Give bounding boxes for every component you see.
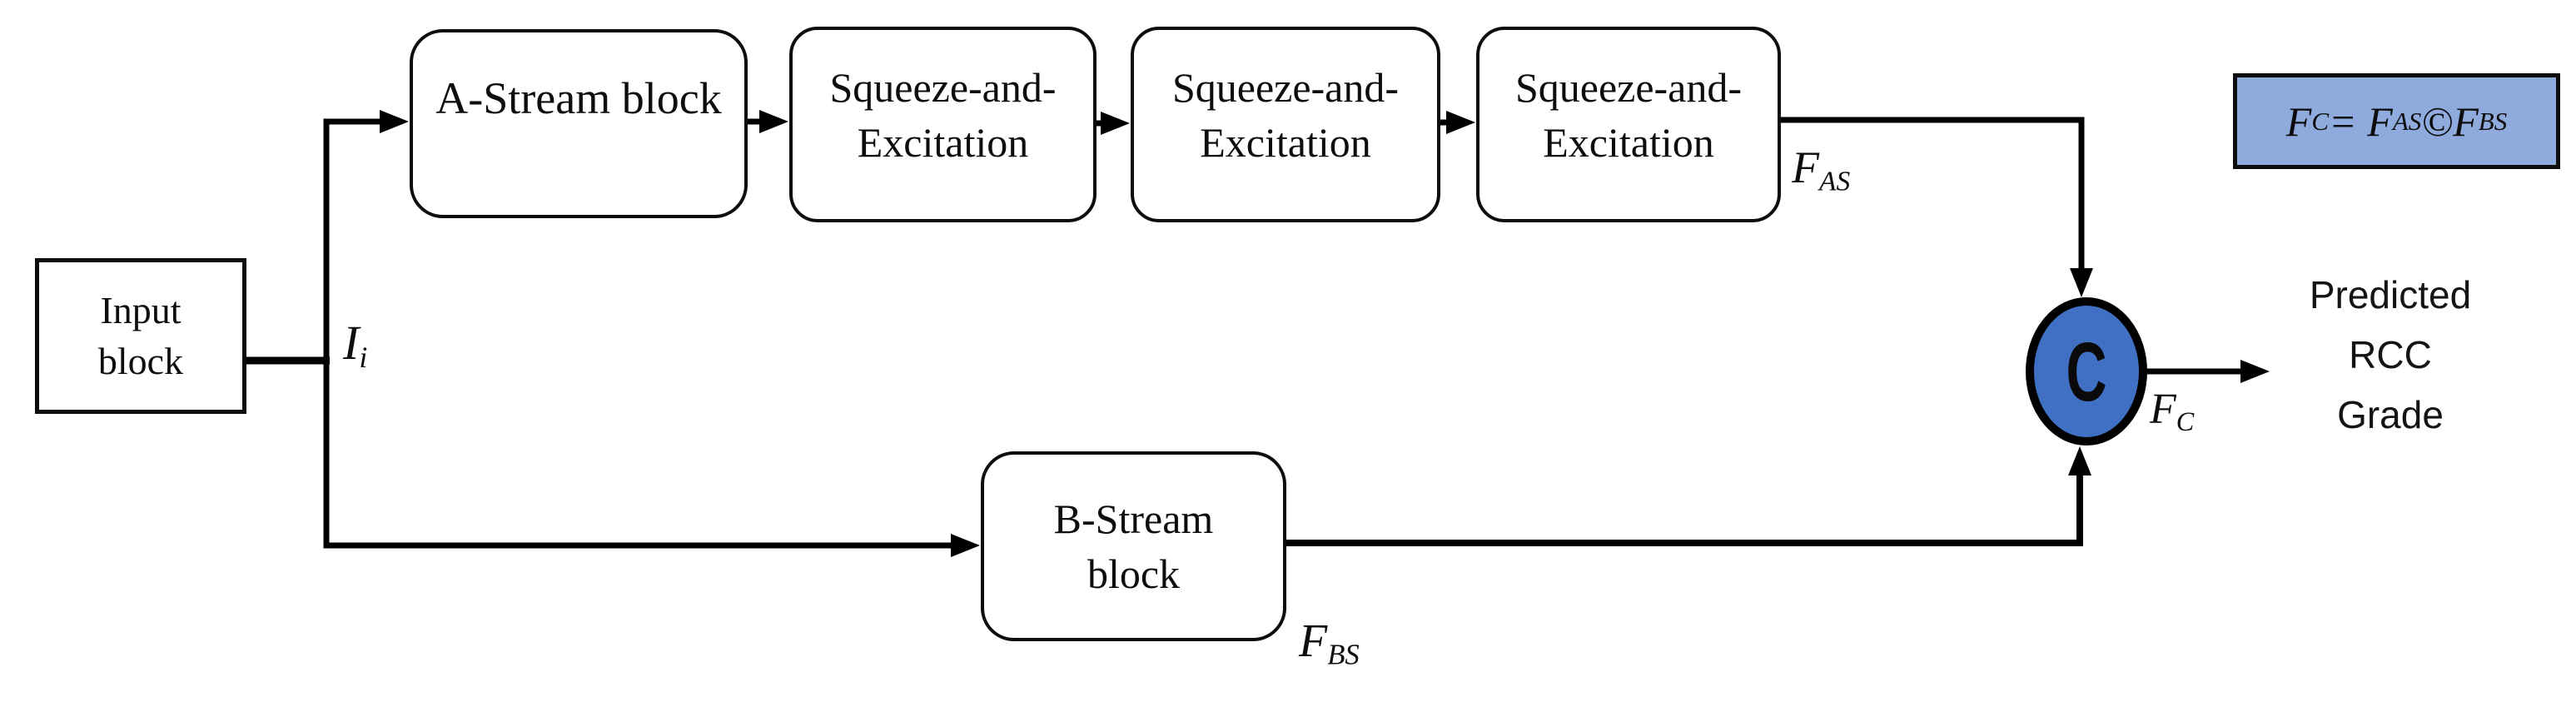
squeeze-excitation-block-1: Squeeze-and- Excitation [789,27,1097,222]
fbs-subscript: BS [1327,638,1360,671]
fas-rail-to-concat-arrow [1781,117,2093,297]
formula-f: F [2285,97,2312,145]
fbs-base: F [1299,615,1328,667]
fas-base: F [1792,142,1819,192]
se-block-label-line2: Excitation [1200,119,1371,166]
input-block-label-line2: block [97,339,184,382]
output-line1: Predicted [2309,273,2472,316]
se-block-label-line1: Squeeze-and- [829,64,1057,111]
se-block-label-line2: Excitation [1543,119,1714,166]
se-block-label-line1: Squeeze-and- [1171,64,1400,111]
input-signal-label: Ii [343,315,367,375]
squeeze-excitation-block-2: Squeeze-and- Excitation [1131,27,1440,222]
input-signal-subscript: i [359,341,368,375]
fbs-rail-to-concat-arrow [1286,446,2091,546]
fas-subscript: AS [1819,166,1851,197]
b-stream-block: B-Stream block [981,451,1286,641]
fc-subscript: C [2176,406,2195,437]
concatenation-node-label: C [2066,326,2107,419]
formula-sub-as: AS [2392,106,2422,136]
predicted-output-text: Predicted RCC Grade [2282,265,2499,445]
se-block-label-line1: Squeeze-and- [1514,64,1743,111]
squeeze-excitation-block-3: Squeeze-and- Excitation [1476,27,1781,222]
input-signal-base: I [343,316,360,370]
fas-feature-label: FAS [1792,142,1850,197]
branch-to-a-stream-arrow [323,110,409,361]
input-block: Input block [35,258,246,414]
output-line2: RCC [2349,333,2432,376]
formula-equals-f: = F [2329,97,2393,145]
branch-to-b-stream-arrow [323,361,980,557]
a-stream-block: A-Stream block [410,29,748,218]
formula-sub-bs: BS [2478,106,2508,136]
concatenation-node: C [2028,323,2145,421]
formula-concat-f: ©F [2421,97,2479,145]
concatenation-node-circle [2026,297,2147,446]
input-block-label-line1: Input [100,288,182,331]
se-block-label-line2: Excitation [857,119,1029,166]
output-line3: Grade [2337,393,2444,436]
fbs-feature-label: FBS [1299,615,1360,672]
b-stream-block-label-line2: block [1087,550,1181,597]
fc-base: F [2150,386,2176,433]
a-stream-block-label: A-Stream block [435,73,722,123]
b-stream-block-label-line1: B-Stream [1053,495,1214,542]
formula-sub-c: C [2311,106,2330,136]
fc-feature-label: FC [2150,385,2194,437]
